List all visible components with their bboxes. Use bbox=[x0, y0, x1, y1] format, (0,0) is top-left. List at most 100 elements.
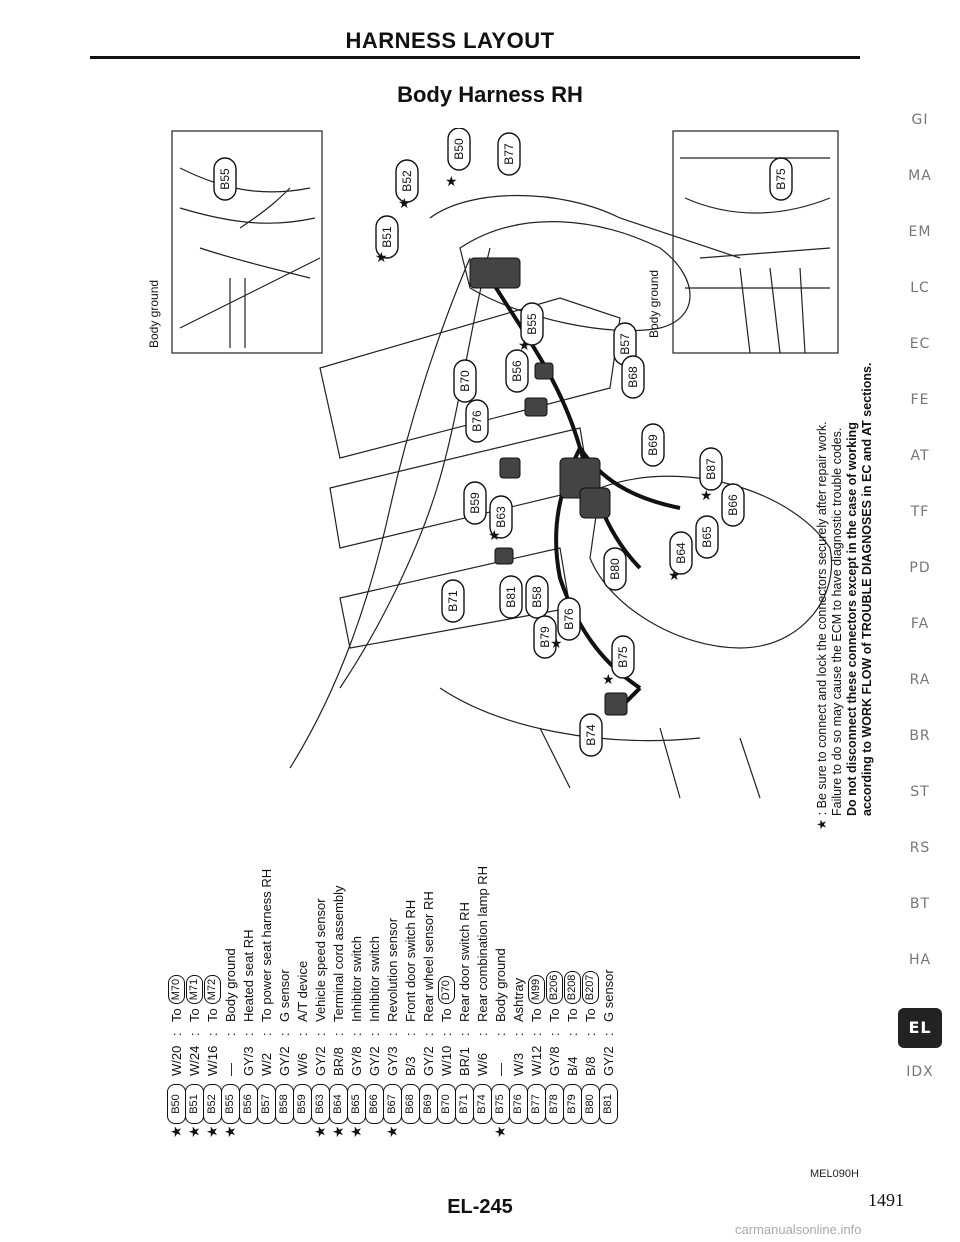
section-tab-lc[interactable]: LC bbox=[910, 280, 930, 296]
legend-separator: : bbox=[222, 1032, 238, 1036]
legend-color-code: GY/2 bbox=[420, 1046, 436, 1076]
legend-description: To bbox=[582, 1008, 598, 1022]
section-tab-el[interactable]: EL bbox=[898, 1008, 942, 1048]
page-number: EL-245 bbox=[447, 1196, 513, 1218]
section-tab-st[interactable]: ST bbox=[910, 784, 930, 800]
legend-target-connector: M71 bbox=[185, 974, 203, 1005]
callout-B55: B55 bbox=[520, 302, 544, 346]
figure-id: MEL090H bbox=[810, 1168, 859, 1180]
svg-text:B51: B51 bbox=[380, 226, 394, 248]
legend-color-code: W/3 bbox=[510, 1052, 526, 1076]
svg-text:★: ★ bbox=[445, 174, 458, 190]
svg-text:B64: B64 bbox=[674, 542, 688, 564]
legend-description: Rear door switch RH bbox=[456, 902, 472, 1022]
callout-B70: B70 bbox=[453, 359, 477, 403]
section-tab-at[interactable]: AT bbox=[910, 448, 930, 464]
legend-color-code: B/4 bbox=[564, 1056, 580, 1076]
legend-separator: : bbox=[330, 1032, 346, 1036]
callout-B52: B52 bbox=[395, 159, 419, 203]
legend-color-code: W/24 bbox=[186, 1045, 202, 1076]
legend-color-code: W/6 bbox=[474, 1052, 490, 1076]
legend-description: Inhibitor switch bbox=[348, 936, 364, 1022]
legend-color-code: W/16 bbox=[204, 1045, 220, 1076]
legend-description: G sensor bbox=[600, 969, 616, 1022]
body-ground-label: Body ground bbox=[647, 270, 661, 338]
legend-color-code: GY/8 bbox=[546, 1046, 562, 1076]
section-tab-ra[interactable]: RA bbox=[909, 672, 931, 688]
section-tab-idx[interactable]: IDX bbox=[906, 1064, 934, 1080]
svg-text:B52: B52 bbox=[400, 170, 414, 192]
section-tab-rs[interactable]: RS bbox=[909, 840, 931, 856]
page-folio: 1491 bbox=[868, 1190, 904, 1210]
svg-text:B75: B75 bbox=[774, 168, 788, 190]
section-tab-br[interactable]: BR bbox=[909, 728, 931, 744]
legend-description: Front door switch RH bbox=[402, 899, 418, 1022]
legend-target-connector: M72 bbox=[203, 974, 221, 1005]
legend-star: ★ bbox=[491, 1125, 508, 1138]
legend-separator: : bbox=[186, 1032, 202, 1036]
legend-color-code: W/2 bbox=[258, 1052, 274, 1076]
legend-target-connector: D70 bbox=[437, 976, 455, 1005]
legend-description: Terminal cord assembly bbox=[330, 885, 346, 1022]
svg-text:★: ★ bbox=[518, 338, 531, 354]
section-tab-tf[interactable]: TF bbox=[910, 504, 930, 520]
svg-text:B77: B77 bbox=[502, 143, 516, 165]
note-line-4: according to WORK FLOW of TROUBLE DIAGNO… bbox=[860, 362, 874, 816]
legend-connector-code: B81 bbox=[598, 1084, 618, 1124]
callout-B50: B50 bbox=[447, 128, 471, 171]
callout-B79: B79 bbox=[533, 615, 557, 659]
svg-text:B76: B76 bbox=[470, 410, 484, 432]
page-title: HARNESS LAYOUT bbox=[345, 28, 555, 53]
section-tab-ha[interactable]: HA bbox=[908, 952, 932, 968]
callout-B69: B69 bbox=[641, 423, 665, 467]
legend-star: ★ bbox=[329, 1125, 346, 1138]
section-tab-bt[interactable]: BT bbox=[909, 896, 931, 912]
legend-color-code: GY/3 bbox=[240, 1046, 256, 1076]
callout-B75-inset: B75 bbox=[769, 157, 793, 201]
svg-text:★: ★ bbox=[550, 636, 563, 652]
legend-color-code: GY/2 bbox=[366, 1046, 382, 1076]
svg-text:B76: B76 bbox=[562, 608, 576, 630]
legend-separator: : bbox=[366, 1032, 382, 1036]
svg-text:B80: B80 bbox=[608, 558, 622, 580]
section-tab-ec[interactable]: EC bbox=[909, 336, 931, 352]
legend-description: To bbox=[546, 1008, 562, 1022]
svg-text:★: ★ bbox=[602, 672, 615, 688]
legend-color-code: GY/8 bbox=[348, 1046, 364, 1076]
legend-description: Body ground bbox=[492, 948, 508, 1022]
section-tab-fa[interactable]: FA bbox=[910, 616, 930, 632]
legend-description: To bbox=[186, 1008, 202, 1022]
section-tab-pd[interactable]: PD bbox=[909, 560, 931, 576]
section-title: Body Harness RH bbox=[397, 82, 583, 107]
callout-B77: B77 bbox=[497, 132, 521, 176]
legend-description: To bbox=[168, 1008, 184, 1022]
svg-text:B70: B70 bbox=[458, 370, 472, 392]
legend-separator: : bbox=[240, 1032, 256, 1036]
legend-separator: : bbox=[276, 1032, 292, 1036]
legend-separator: : bbox=[492, 1032, 508, 1036]
legend-target-connector: B207 bbox=[581, 970, 599, 1005]
svg-text:B55: B55 bbox=[218, 168, 232, 190]
svg-text:B55: B55 bbox=[525, 313, 539, 335]
inset-left-label: Body ground bbox=[147, 280, 161, 348]
legend-color-code: — bbox=[222, 1063, 238, 1076]
svg-text:B68: B68 bbox=[626, 366, 640, 388]
legend-separator: : bbox=[582, 1032, 598, 1036]
legend-separator: : bbox=[510, 1032, 526, 1036]
callout-B76-top: B76 bbox=[465, 399, 489, 443]
legend-target-connector: M70 bbox=[167, 974, 185, 1005]
svg-text:B75: B75 bbox=[616, 646, 630, 668]
legend-separator: : bbox=[348, 1032, 364, 1036]
legend-star: ★ bbox=[185, 1125, 202, 1138]
legend-separator: : bbox=[564, 1032, 580, 1036]
legend-separator: : bbox=[438, 1032, 454, 1036]
callout-B87: B87 bbox=[699, 447, 723, 491]
svg-text:B81: B81 bbox=[504, 586, 518, 608]
section-tab-gi[interactable]: GI bbox=[911, 112, 929, 128]
legend-separator: : bbox=[258, 1032, 274, 1036]
section-tab-em[interactable]: EM bbox=[908, 224, 932, 240]
svg-text:★: ★ bbox=[375, 250, 388, 266]
section-tab-ma[interactable]: MA bbox=[908, 168, 932, 184]
svg-text:B58: B58 bbox=[530, 586, 544, 608]
section-tab-fe[interactable]: FE bbox=[910, 392, 930, 408]
